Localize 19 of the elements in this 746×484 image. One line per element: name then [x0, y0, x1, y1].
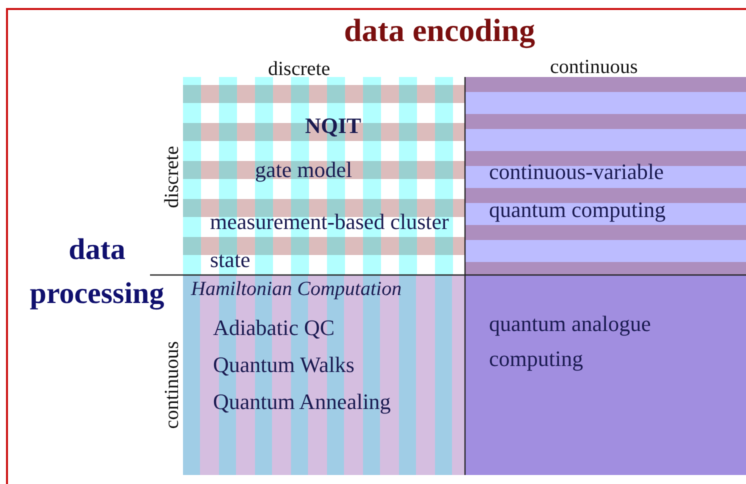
axis-title: data processing: [28, 232, 166, 312]
row-header: discrete: [162, 146, 182, 208]
cell-text: Adiabatic QC: [213, 315, 335, 341]
heading: NQIT: [305, 113, 362, 139]
cell-text: measurement-based cluster state: [210, 208, 450, 274]
cell-text: continuous-variable quantum computing: [489, 158, 667, 224]
cell-text: quantum analogue computing: [489, 310, 652, 373]
cell-text: Quantum Walks: [213, 352, 354, 378]
column-header: continuous: [550, 56, 638, 79]
quadrant-cell: [465, 77, 746, 275]
axis-title: data encoding: [344, 12, 536, 49]
cell-text: Quantum Annealing: [213, 389, 391, 415]
subtitle: Hamiltonian Computation: [191, 278, 402, 301]
quadrant-cell: [183, 275, 465, 475]
quadrant-cell: [465, 275, 746, 475]
cell-text: gate model: [255, 157, 352, 183]
column-header: discrete: [268, 58, 330, 81]
quadrant-cell: [183, 77, 465, 275]
row-header: continuous: [162, 341, 182, 429]
